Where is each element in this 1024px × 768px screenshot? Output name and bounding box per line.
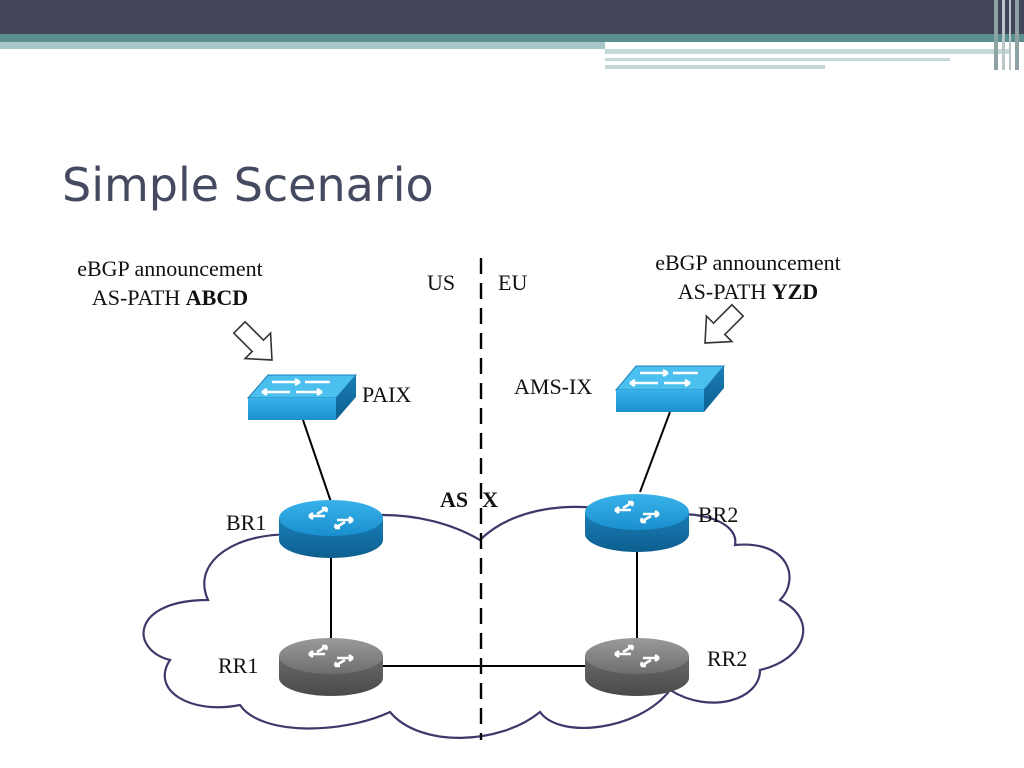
announcement-left-aspath: ABCD (185, 285, 249, 310)
node-label-amsix: AMS-IX (514, 374, 593, 399)
br2-router-icon (585, 494, 689, 552)
announcement-left-line1: eBGP announcement (77, 256, 263, 281)
header-bar-light (605, 58, 950, 61)
header-bar-light (605, 49, 1010, 54)
link-amsix-br2 (639, 411, 671, 493)
br1-router-icon (279, 500, 383, 558)
node-label-rr2: RR2 (707, 646, 748, 671)
rr2-router-icon (585, 638, 689, 696)
announcement-right-aspath: YZD (771, 279, 819, 304)
slide-title: Simple Scenario (62, 158, 434, 212)
paix-switch-icon (246, 374, 358, 420)
as-label-name: X (482, 487, 499, 512)
header-bar-light (0, 42, 605, 49)
node-label-paix: PAIX (362, 382, 412, 407)
region-label-eu: EU (498, 270, 528, 295)
announcement-arrow-icon-left (232, 320, 273, 361)
as-label: AS X (440, 487, 498, 513)
node-label-rr1: RR1 (218, 653, 259, 678)
header-bar-dark (0, 0, 1024, 34)
header-bar-light (605, 65, 825, 69)
announcement-left: eBGP announcement AS-PATH ABCD (50, 254, 290, 312)
as-cloud (142, 505, 805, 739)
header-strips (994, 0, 1019, 70)
announcement-arrow-icon-right (704, 303, 745, 344)
rr1-router-icon (279, 638, 383, 696)
node-label-br2: BR2 (698, 502, 739, 527)
header-bar-teal (0, 34, 1024, 42)
announcement-right: eBGP announcement AS-PATH YZD (628, 248, 868, 306)
as-label-prefix: AS (440, 487, 469, 512)
region-label-us: US (427, 270, 456, 295)
announcement-right-line1: eBGP announcement (655, 250, 841, 275)
announcement-right-prefix: AS-PATH (677, 279, 772, 304)
link-paix-br1 (302, 419, 332, 503)
amsix-switch-icon (614, 365, 726, 412)
announcement-left-prefix: AS-PATH (91, 285, 186, 310)
node-label-br1: BR1 (226, 510, 267, 535)
